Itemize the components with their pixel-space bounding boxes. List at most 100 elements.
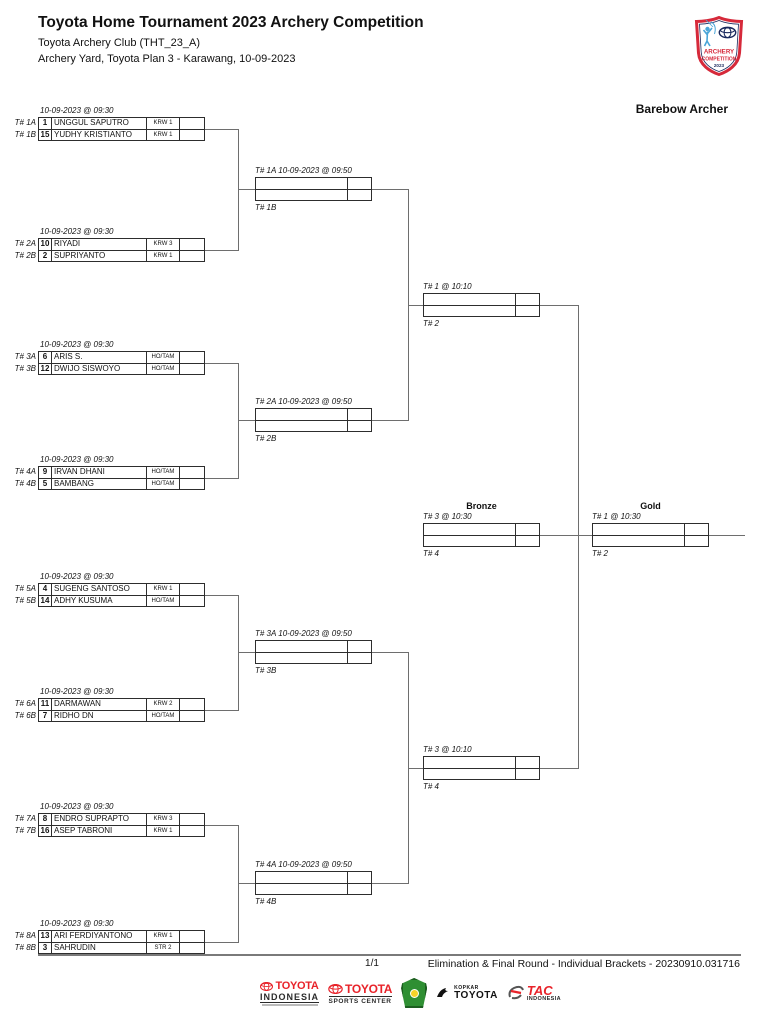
match-table: 8 ENDRO SUPRAPTO KRW 3 16 ASEP TABRONI K… bbox=[38, 813, 205, 837]
page-number: 1/1 bbox=[365, 958, 379, 969]
round1-match-5: 10-09-2023 @ 09:30 T# 5A T# 5B 4 SUGENG … bbox=[10, 572, 210, 607]
round1-match-4: 10-09-2023 @ 09:30 T# 4A T# 4B 9 IRVAN D… bbox=[10, 455, 210, 490]
club-code: HO/TAM bbox=[147, 479, 180, 489]
match-datetime: 10-09-2023 @ 09:30 bbox=[40, 919, 114, 928]
score-cell bbox=[347, 872, 371, 883]
match-datetime: 10-09-2023 @ 09:30 bbox=[40, 106, 114, 115]
score-cell bbox=[180, 826, 204, 836]
sponsor-text: TOYOTA bbox=[275, 980, 319, 992]
winner-slot bbox=[256, 872, 347, 883]
score-cell bbox=[180, 711, 204, 721]
seed-number: 6 bbox=[39, 352, 52, 363]
sf-box-2 bbox=[423, 756, 540, 780]
target-label: T# 3B bbox=[14, 364, 36, 373]
score-cell bbox=[515, 524, 539, 535]
winner-slot bbox=[424, 524, 515, 535]
round1-match-1: 10-09-2023 @ 09:30 T# 1A T# 1B 1 UNGGUL … bbox=[10, 106, 210, 141]
score-cell bbox=[180, 699, 204, 710]
tac-indonesia-logo: TAC INDONESIA bbox=[507, 984, 561, 1003]
club-code: HO/TAM bbox=[147, 711, 180, 721]
gold-bottom-label: T# 2 bbox=[592, 549, 609, 558]
connector-line bbox=[205, 825, 239, 826]
archer-row: 5 BAMBANG HO/TAM bbox=[39, 478, 204, 489]
match-datetime: 10-09-2023 @ 09:30 bbox=[40, 802, 114, 811]
qf-top-label: T# 2A 10-09-2023 @ 09:50 bbox=[255, 397, 352, 406]
archer-row: 10 RIYADI KRW 3 bbox=[39, 239, 204, 250]
seed-number: 1 bbox=[39, 118, 52, 129]
gold-title: Gold bbox=[640, 501, 661, 511]
connector-line bbox=[578, 305, 579, 769]
archer-name: RIDHO DN bbox=[52, 711, 147, 721]
club-code: STR 2 bbox=[147, 943, 180, 953]
target-label: T# 2B bbox=[14, 251, 36, 260]
seed-number: 7 bbox=[39, 711, 52, 721]
kopkar-toyota-logo: KOPKAR TOYOTA bbox=[436, 984, 498, 1001]
archer-row: 12 DWIJO SISWOYO HO/TAM bbox=[39, 363, 204, 374]
target-label: T# 4B bbox=[14, 479, 36, 488]
sponsor-text: TOYOTA bbox=[345, 981, 393, 996]
match-datetime: 10-09-2023 @ 09:30 bbox=[40, 455, 114, 464]
sponsor-logos: TOYOTA INDONESIA TOYOTA SPORTS CENTER bbox=[260, 978, 561, 1008]
seed-number: 15 bbox=[39, 130, 52, 140]
match-table: 6 ARIS S. HO/TAM 12 DWIJO SISWOYO HO/TAM bbox=[38, 351, 205, 375]
match-datetime: 10-09-2023 @ 09:30 bbox=[40, 687, 114, 696]
archer-row: 2 SUPRIYANTO KRW 1 bbox=[39, 250, 204, 261]
connector-line bbox=[539, 535, 593, 536]
sponsor-text: TAC bbox=[526, 982, 553, 998]
score-cell bbox=[180, 467, 204, 478]
target-label: T# 3A bbox=[14, 352, 36, 361]
archer-row: 11 DARMAWAN KRW 2 bbox=[39, 699, 204, 710]
winner-slot bbox=[256, 409, 347, 420]
tac-swoosh-icon bbox=[508, 985, 524, 1000]
archer-name: DWIJO SISWOYO bbox=[52, 364, 147, 374]
qf-box-1 bbox=[255, 177, 372, 201]
club-shield-badge-icon bbox=[401, 978, 428, 1008]
archer-row: 16 ASEP TABRONI KRW 1 bbox=[39, 825, 204, 836]
score-cell bbox=[180, 814, 204, 825]
qf-top-label: T# 3A 10-09-2023 @ 09:50 bbox=[255, 629, 352, 638]
archer-row: 3 SAHRUDIN STR 2 bbox=[39, 942, 204, 953]
archer-row: 8 ENDRO SUPRAPTO KRW 3 bbox=[39, 814, 204, 825]
archer-name: DARMAWAN bbox=[52, 699, 147, 710]
archer-name: SUPRIYANTO bbox=[52, 251, 147, 261]
toyota-indonesia-logo: TOYOTA INDONESIA bbox=[260, 980, 320, 1006]
connector-line bbox=[205, 478, 239, 479]
archer-row: 6 ARIS S. HO/TAM bbox=[39, 352, 204, 363]
connector-line bbox=[205, 942, 239, 943]
club-code: KRW 3 bbox=[147, 814, 180, 825]
toyota-emblem-icon bbox=[328, 983, 343, 994]
sponsor-text: KOPKAR bbox=[454, 984, 479, 991]
archer-row: 9 IRVAN DHANI HO/TAM bbox=[39, 467, 204, 478]
connector-line bbox=[708, 535, 745, 536]
score-cell bbox=[180, 352, 204, 363]
club-code: KRW 1 bbox=[147, 584, 180, 595]
winner-slot bbox=[424, 536, 515, 546]
archer-row: 7 RIDHO DN HO/TAM bbox=[39, 710, 204, 721]
connector-line bbox=[205, 710, 239, 711]
archer-name: IRVAN DHANI bbox=[52, 467, 147, 478]
bronze-bottom-label: T# 4 bbox=[423, 549, 440, 558]
category-label: Barebow Archer bbox=[635, 102, 728, 116]
qf-box-2 bbox=[255, 408, 372, 432]
qf-bottom-label: T# 4B bbox=[255, 897, 277, 906]
score-cell bbox=[180, 118, 204, 129]
sponsor-text: INDONESIA bbox=[260, 992, 320, 1003]
bronze-title: Bronze bbox=[466, 501, 497, 511]
match-table: 1 UNGGUL SAPUTRO KRW 1 15 YUDHY KRISTIAN… bbox=[38, 117, 205, 141]
target-label: T# 4A bbox=[14, 467, 36, 476]
score-cell bbox=[347, 653, 371, 663]
round1-match-8: 10-09-2023 @ 09:30 T# 8A T# 8B 13 ARI FE… bbox=[10, 919, 210, 954]
winner-slot bbox=[256, 421, 347, 431]
club-code: KRW 3 bbox=[147, 239, 180, 250]
score-cell bbox=[347, 641, 371, 652]
club-code: HO/TAM bbox=[147, 364, 180, 374]
connector-line bbox=[238, 129, 239, 251]
archer-name: ARI FERDIYANTONO bbox=[52, 931, 147, 942]
bronze-top-label: T# 3 @ 10:30 bbox=[423, 512, 472, 521]
archer-name: BAMBANG bbox=[52, 479, 147, 489]
score-cell bbox=[684, 524, 708, 535]
winner-slot bbox=[256, 884, 347, 894]
kopkar-flag-icon bbox=[437, 988, 449, 997]
round1-match-3: 10-09-2023 @ 09:30 T# 3A T# 3B 6 ARIS S.… bbox=[10, 340, 210, 375]
sponsor-text: TOYOTA bbox=[454, 989, 498, 1001]
